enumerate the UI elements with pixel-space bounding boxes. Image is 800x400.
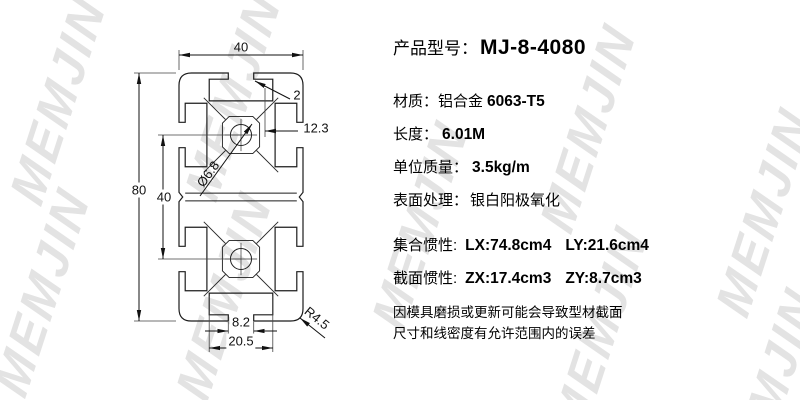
model-label: 产品型号： <box>393 39 478 58</box>
modulus-zy-value: ZY:8.7cm3 <box>565 270 642 287</box>
unit-weight-value: 3.5kg/m <box>472 159 530 176</box>
inertia-ly-value: LY:21.6cm4 <box>565 237 649 254</box>
leader-corner-radius <box>299 317 326 339</box>
dim-center-spacing: 40 <box>154 189 174 205</box>
corner-webs <box>204 98 278 296</box>
modulus-label: 截面惯性: <box>393 270 458 287</box>
inertia-label: 集合惯性: <box>393 237 458 254</box>
surface-value: 银白阳极氧化 <box>470 192 561 209</box>
inertia-lx-value: LX:74.8cm4 <box>465 237 552 254</box>
surface-label: 表面处理： <box>393 192 469 209</box>
modulus-zx-value: ZX:17.4cm3 <box>465 270 552 287</box>
profile-cross-section <box>134 50 326 352</box>
modulus-row: 截面惯性: ZX:17.4cm3 ZY:8.7cm3 <box>393 267 793 288</box>
model-value: MJ-8-4080 <box>480 36 587 59</box>
profile-outline <box>179 73 303 321</box>
product-model-row: 产品型号：MJ-8-4080 <box>393 34 793 60</box>
dim-overall-width: 40 <box>233 39 249 55</box>
dim-lip-thickness: 2 <box>293 87 301 103</box>
surface-row: 表面处理：银白阳极氧化 <box>393 189 793 210</box>
center-boss-top <box>222 116 259 153</box>
center-boss-bottom <box>222 240 259 277</box>
tolerance-note-line1: 因模具磨损或更新可能会导致型材截面 <box>393 305 623 320</box>
dim-slot-opening: 8.2 <box>229 314 253 330</box>
length-row: 长度：6.01M <box>393 123 793 144</box>
unit-weight-row: 单位质量：3.5kg/m <box>393 156 793 177</box>
dim-edge-distance: 12.3 <box>303 120 329 136</box>
material-label: 材质：铝合金 <box>393 93 484 110</box>
dim-cavity-width: 20.5 <box>226 333 256 349</box>
leader-lip-thickness <box>254 80 291 100</box>
length-value: 6.01M <box>442 126 486 143</box>
length-label: 长度： <box>393 126 439 143</box>
leader-hole-diameter <box>199 123 253 197</box>
tolerance-note-line2: 尺寸和线密度有允许范围内的误差 <box>393 325 596 341</box>
dim-overall-height: 80 <box>129 182 149 198</box>
middle-web <box>185 193 297 201</box>
technical-drawing: 40 80 40 2 12.3 Ø6.8 8.2 20.5 R4.5 <box>0 0 390 400</box>
unit-weight-label: 单位质量： <box>393 159 469 176</box>
material-value: 6063-T5 <box>487 93 545 110</box>
centerline-marks <box>225 119 257 275</box>
inertia-row: 集合惯性: LX:74.8cm4 LY:21.6cm4 <box>393 234 793 255</box>
tolerance-note: 因模具磨损或更新可能会导致型材截面 尺寸和线密度有允许范围内的误差 <box>393 303 793 345</box>
